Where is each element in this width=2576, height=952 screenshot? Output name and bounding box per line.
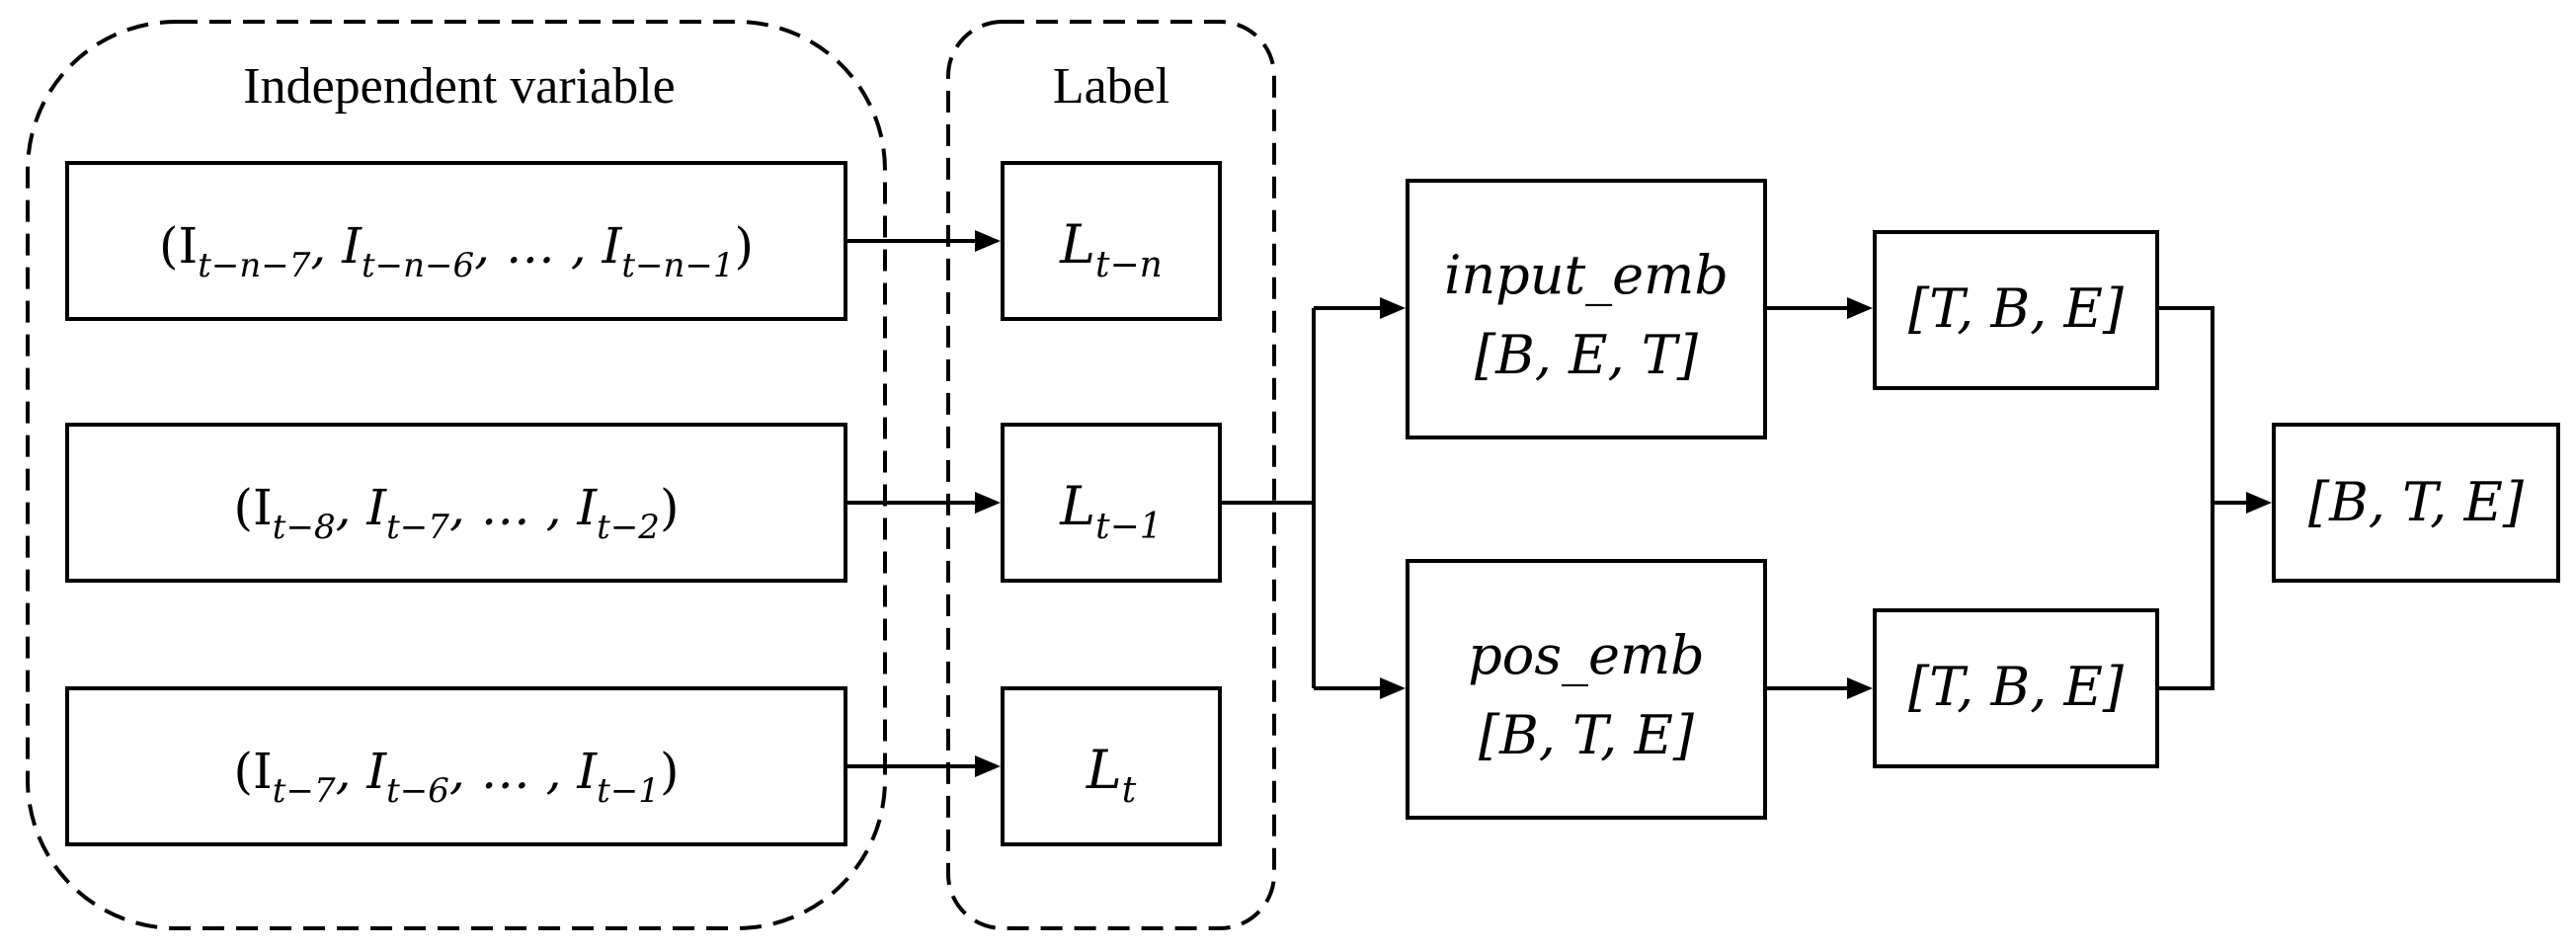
label2-base: L xyxy=(1059,475,1095,537)
label-box-3 xyxy=(1001,686,1222,846)
label-box-2 xyxy=(1001,423,1222,583)
seq3-sub3: t−1 xyxy=(597,771,660,811)
label-group-title: Label xyxy=(1053,58,1169,115)
seq1-sep1: , I xyxy=(310,217,362,275)
arrowhead-1 xyxy=(975,230,1001,252)
seq2-sub1: t−8 xyxy=(273,508,336,547)
label-group xyxy=(946,20,1276,930)
seq2-sub3: t−2 xyxy=(597,508,660,547)
input-sequence-box-3 xyxy=(65,686,847,846)
label-text-1: Lt−n xyxy=(1059,213,1163,285)
transposed-bottom-text: [T, B, E] xyxy=(1908,656,2125,718)
independent-variable-title: Independent variable xyxy=(243,58,675,115)
seq3-close: ) xyxy=(660,743,680,800)
arrowhead-6 xyxy=(1847,297,1873,319)
label2-sub: t−1 xyxy=(1095,507,1163,547)
seq1-sub1: t−n−7 xyxy=(198,246,311,285)
independent-variable-group xyxy=(26,20,887,930)
input-sequence-box-1 xyxy=(65,161,847,321)
input-sequence-text-2: (It−8, It−7, … , It−2) xyxy=(234,479,680,547)
seq3-sep1: , I xyxy=(336,743,388,800)
seq1-sep2: , … , I xyxy=(474,217,622,275)
pos-emb-box xyxy=(1406,559,1767,820)
input-emb-box xyxy=(1406,179,1767,439)
seq3-sub2: t−6 xyxy=(386,771,449,811)
input-sequence-box-2 xyxy=(65,423,847,583)
arrowhead-3 xyxy=(975,755,1001,777)
seq2-sep2: , … , I xyxy=(449,479,598,536)
arrowhead-5 xyxy=(1380,677,1406,699)
seq1-close: ) xyxy=(735,217,755,275)
label3-base: L xyxy=(1086,739,1122,801)
seq1-open: (I xyxy=(159,217,198,275)
output-text: [B, T, E] xyxy=(2308,471,2525,533)
pos-emb-name: pos_emb xyxy=(1468,624,1705,686)
arrowhead-4 xyxy=(1380,297,1406,319)
label1-base: L xyxy=(1059,213,1095,276)
input-emb-shape: [B, E, T] xyxy=(1475,324,1699,386)
transposed-top-text: [T, B, E] xyxy=(1908,278,2125,340)
seq3-sep2: , … , I xyxy=(449,743,598,800)
arrowhead-8 xyxy=(2246,492,2272,514)
seq2-sub2: t−7 xyxy=(386,508,449,547)
input-sequence-text-1: (It−n−7, It−n−6, … , It−n−1) xyxy=(159,217,754,285)
seq3-open: (I xyxy=(234,743,273,800)
pos-emb-shape: [B, T, E] xyxy=(1479,704,1695,766)
seq3-sub1: t−7 xyxy=(273,771,336,811)
arrowhead-2 xyxy=(975,492,1001,514)
output-box xyxy=(2272,423,2560,583)
seq2-sep1: , I xyxy=(336,479,388,536)
arrowhead-7 xyxy=(1847,677,1873,699)
label-box-1 xyxy=(1001,161,1222,321)
transposed-box-top xyxy=(1873,230,2159,390)
seq1-sub2: t−n−6 xyxy=(362,246,474,285)
seq2-open: (I xyxy=(234,479,273,536)
label1-sub: t−n xyxy=(1095,245,1163,285)
merge-connector xyxy=(2157,306,2214,690)
seq1-sub3: t−n−1 xyxy=(621,246,734,285)
label3-sub: t xyxy=(1122,770,1137,811)
input-emb-name: input_emb xyxy=(1444,244,1729,306)
label-text-2: Lt−1 xyxy=(1059,475,1162,547)
seq2-close: ) xyxy=(660,479,680,536)
label-text-3: Lt xyxy=(1086,739,1137,811)
input-sequence-text-3: (It−7, It−6, … , It−1) xyxy=(234,743,680,811)
